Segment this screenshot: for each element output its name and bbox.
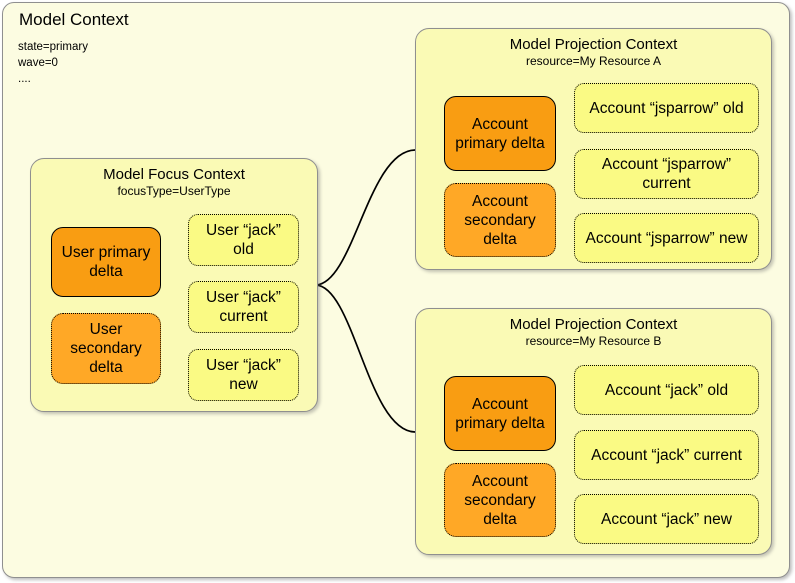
- account-new-snapshot-box-a: Account “jsparrow” new: [574, 213, 759, 263]
- account-current-snapshot-box-b: Account “jack” current: [574, 430, 759, 480]
- model-context-title: Model Context: [19, 10, 129, 29]
- focus-context-subtitle: focusType=UserType: [117, 184, 231, 198]
- account-new-snapshot-box-b: Account “jack” new: [574, 494, 759, 544]
- account-primary-delta-box-a: Account primary delta: [444, 96, 556, 171]
- user-old-snapshot-box: User “jack” old: [188, 214, 299, 266]
- account-old-snapshot-box-a: Account “jsparrow” old: [574, 83, 759, 133]
- user-primary-delta-box: User primary delta: [51, 227, 161, 297]
- projection-b-subtitle: resource=My Resource B: [525, 334, 662, 348]
- projection-a-context-box: Model Projection Context resource=My Res…: [415, 28, 772, 270]
- account-current-snapshot-box-a: Account “jsparrow” current: [574, 149, 759, 199]
- model-context-property: ....: [18, 73, 31, 85]
- user-secondary-delta-box: User secondary delta: [51, 313, 161, 384]
- user-new-snapshot-box: User “jack” new: [188, 349, 299, 401]
- projection-a-title: Model Projection Context: [509, 36, 678, 53]
- account-primary-delta-box-b: Account primary delta: [444, 376, 556, 451]
- projection-b-title: Model Projection Context: [509, 316, 678, 333]
- account-old-snapshot-box-b: Account “jack” old: [574, 365, 759, 415]
- account-secondary-delta-box-b: Account secondary delta: [444, 463, 556, 537]
- focus-context-title: Model Focus Context: [103, 166, 245, 183]
- projection-a-subtitle: resource=My Resource A: [525, 54, 662, 68]
- account-secondary-delta-box-a: Account secondary delta: [444, 183, 556, 257]
- model-context-property: state=primary: [18, 41, 88, 53]
- projection-b-context-box: Model Projection Context resource=My Res…: [415, 308, 772, 555]
- focus-context-box: Model Focus Context focusType=UserType U…: [30, 158, 318, 412]
- model-context-property: wave=0: [18, 57, 58, 69]
- user-current-snapshot-box: User “jack” current: [188, 281, 299, 333]
- model-context-properties: state=primary wave=0 ....: [18, 39, 88, 87]
